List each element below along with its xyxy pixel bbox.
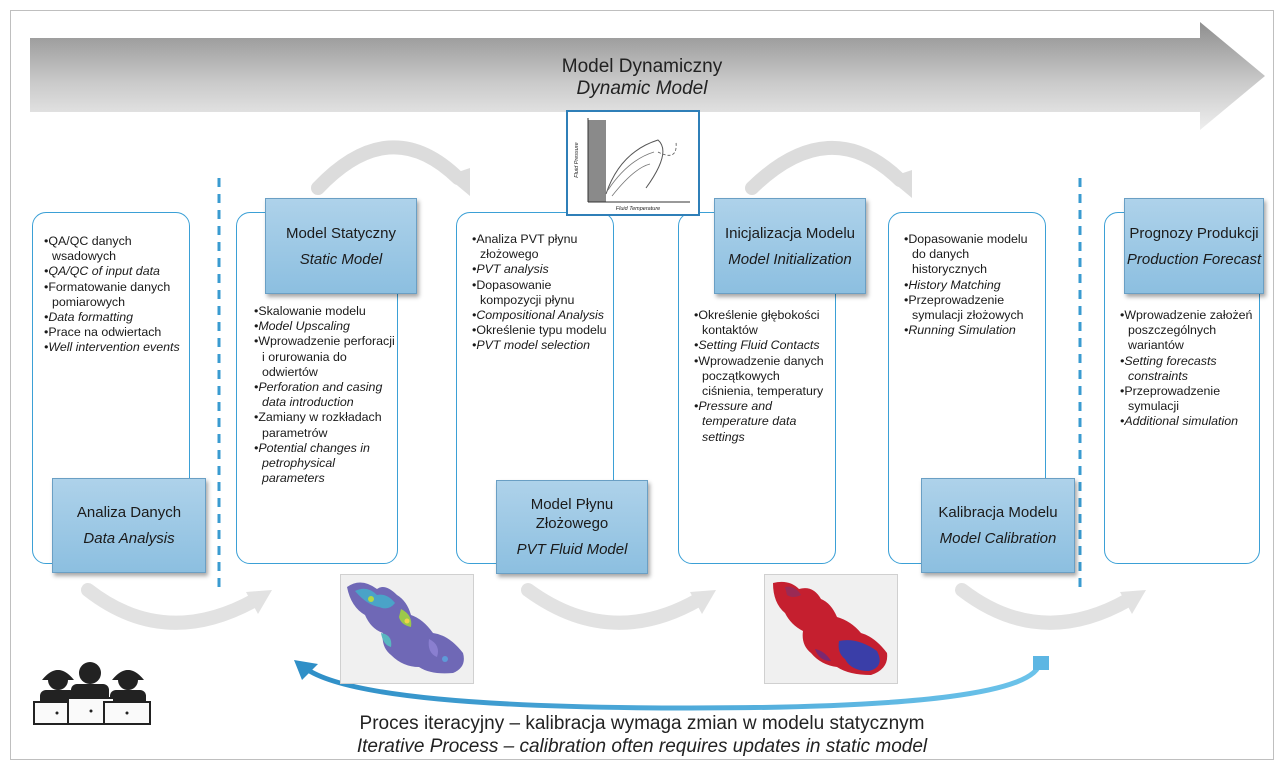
pvt-phase-diagram-graphic: Fluid Temperature Fluid Pressure — [574, 118, 690, 212]
top-arc-arrowhead-1 — [446, 168, 470, 196]
bullet-item: PVT model selection — [472, 338, 612, 353]
stage-bullets-model-initialization: Określenie głębokości kontaktówSetting F… — [694, 308, 832, 445]
bullet-item: Additional simulation — [1120, 414, 1256, 429]
bullet-item: Perforation and casing data introduction — [254, 380, 396, 410]
bullet-item: Potential changes in petrophysical param… — [254, 441, 396, 487]
bottom-arc-arrowhead-1 — [246, 590, 272, 614]
stage-title-static-model: Model Statyczny Static Model — [265, 198, 417, 294]
bullet-item: Wprowadzenie założeń poszczególnych wari… — [1120, 308, 1256, 354]
bullet-item: Wprowadzenie perforacji i orurowania do … — [254, 334, 396, 380]
caption-en: Iterative Process – calibration often re… — [356, 736, 928, 757]
bullet-item: Pressure and temperature data settings — [694, 399, 832, 445]
bullet-item: QA/QC of input data — [44, 264, 182, 279]
stage-title-pl: Kalibracja Modelu — [938, 504, 1058, 521]
banner-title-en: Dynamic Model — [576, 78, 708, 99]
bullet-item: History Matching — [904, 278, 1044, 293]
top-arc-arrowhead-2 — [888, 170, 912, 198]
stage-title-model-initialization: Inicjalizacja Modelu Model Initializatio… — [714, 198, 866, 294]
iterative-loop-tail — [1033, 656, 1049, 670]
bullet-item: Model Upscaling — [254, 319, 396, 334]
stage-title-en: Model Calibration — [939, 530, 1057, 547]
stage-title-pl: Model Statyczny — [285, 224, 397, 242]
stage-title-en: Production Forecast — [1126, 250, 1262, 268]
bullet-item: Data formatting — [44, 310, 182, 325]
pvt-ylabel: Fluid Pressure — [574, 142, 580, 177]
bottom-arc-arrow-1 — [81, 583, 262, 630]
stage-bullets-pvt-fluid-model: Analiza PVT płynu złożowegoPVT analysisD… — [472, 232, 612, 354]
stage-title-pvt-fluid-model: Model Płynu Złożowego PVT Fluid Model — [496, 480, 648, 574]
bullet-item: Przeprowadzenie symulacji złożowych — [904, 293, 1044, 323]
engineers-icon — [20, 650, 160, 728]
bullet-item: Well intervention events — [44, 340, 182, 355]
stage-title-data-analysis: Analiza Danych Data Analysis — [52, 478, 206, 573]
bottom-arc-arrow-2 — [521, 583, 705, 630]
stage-bullets-static-model: Skalowanie modeluModel UpscalingWprowadz… — [254, 304, 396, 486]
bullet-item: Określenie głębokości kontaktów — [694, 308, 832, 338]
bottom-arc-arrowhead-2 — [690, 590, 716, 614]
bullet-item: Setting Fluid Contacts — [694, 338, 832, 353]
bullet-item: Skalowanie modelu — [254, 304, 396, 319]
iterative-loop-arrowhead — [294, 660, 318, 680]
bullet-item: Formatowanie danych pomiarowych — [44, 280, 182, 310]
stage-title-pl: Prognozy Produkcji — [1129, 224, 1259, 242]
banner-arrow — [30, 22, 1265, 130]
diagram-frame — [10, 10, 1274, 760]
stage-title-production-forecast: Prognozy Produkcji Production Forecast — [1124, 198, 1264, 294]
pvt-xlabel: Fluid Temperature — [616, 206, 660, 212]
stage-bullets-production-forecast: Wprowadzenie założeń poszczególnych wari… — [1120, 308, 1256, 430]
bullet-item: Zamiany w rozkładach parametrów — [254, 410, 396, 440]
bullet-item: Compositional Analysis — [472, 308, 612, 323]
banner-title-pl: Model Dynamiczny — [561, 56, 723, 77]
bullet-item: Przeprowadzenie symulacji — [1120, 384, 1256, 414]
stage-bullets-data-analysis: QA/QC danych wsadowychQA/QC of input dat… — [44, 234, 182, 356]
stage-title-pl: Inicjalizacja Modelu — [724, 224, 856, 242]
stage-title-pl: Model Płynu Złożowego — [530, 496, 614, 532]
caption-pl: Proces iteracyjny – kalibracja wymaga zm… — [359, 713, 925, 734]
stage-title-en: Model Initialization — [728, 250, 852, 268]
banner-title: Model Dynamiczny Dynamic Model — [0, 56, 1284, 100]
static-model-reservoir-image — [340, 574, 474, 684]
stage-title-en: Static Model — [299, 250, 383, 268]
bullet-item: Dopasowanie kompozycji płynu — [472, 278, 612, 308]
bullet-item: Analiza PVT płynu złożowego — [472, 232, 612, 262]
stage-bullets-model-calibration: Dopasowanie modelu do danych historyczny… — [904, 232, 1044, 338]
stage-title-en: PVT Fluid Model — [516, 541, 628, 558]
iterative-process-caption: Proces iteracyjny – kalibracja wymaga zm… — [0, 712, 1284, 758]
top-arc-arrow-1 — [311, 140, 465, 195]
bullet-item: Prace na odwiertach — [44, 325, 182, 340]
bullet-item: Dopasowanie modelu do danych historyczny… — [904, 232, 1044, 278]
bullet-item: QA/QC danych wsadowych — [44, 234, 182, 264]
top-arc-arrow-2 — [745, 141, 907, 195]
bullet-item: Setting forecasts constraints — [1120, 354, 1256, 384]
bullet-item: Określenie typu modelu — [472, 323, 612, 338]
bullet-item: Wprowadzenie danych początkowych ciśnien… — [694, 354, 832, 400]
bottom-arc-arrow-3 — [955, 583, 1135, 630]
stage-title-en: Data Analysis — [83, 530, 175, 547]
bullet-item: Running Simulation — [904, 323, 1044, 338]
calibration-reservoir-image — [764, 574, 898, 684]
stage-title-model-calibration: Kalibracja Modelu Model Calibration — [921, 478, 1075, 573]
pvt-phase-diagram: Fluid Temperature Fluid Pressure — [566, 110, 700, 216]
iterative-loop-arrow — [303, 661, 1043, 711]
bottom-arc-arrowhead-3 — [1120, 590, 1146, 614]
stage-title-pl: Analiza Danych — [76, 504, 182, 521]
bullet-item: PVT analysis — [472, 262, 612, 277]
